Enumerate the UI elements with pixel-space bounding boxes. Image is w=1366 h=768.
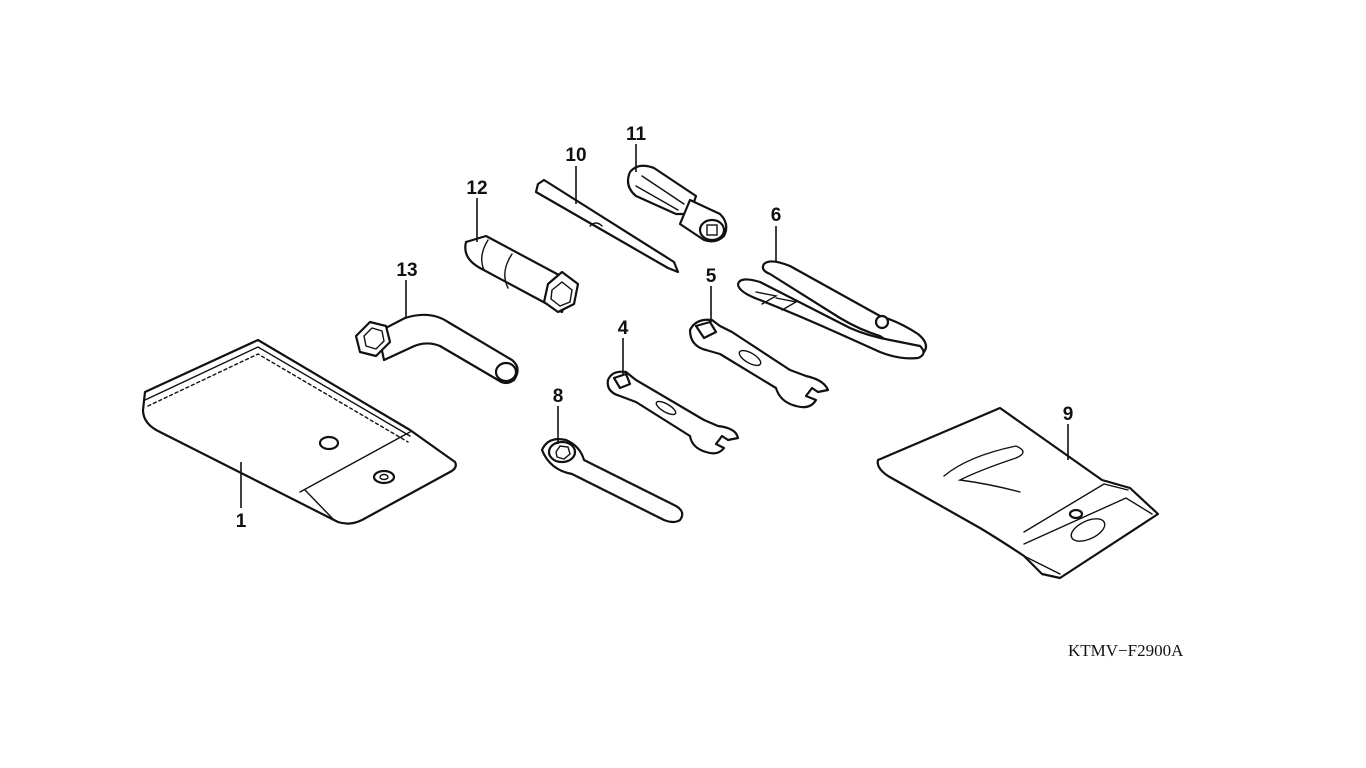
callout-5: 5	[706, 266, 717, 287]
leader-lines	[240, 144, 1069, 508]
part-1-tool-bag	[141, 338, 457, 525]
diagram-code: KTMV−F2900A	[1068, 641, 1184, 660]
part-5-open-wrench	[688, 318, 830, 409]
part-10-screwdriver-shaft	[534, 178, 680, 274]
callout-9: 9	[1063, 404, 1074, 425]
callout-11: 11	[626, 124, 647, 145]
part-4-open-wrench	[606, 370, 740, 455]
part-11-screwdriver-handle	[626, 164, 728, 243]
callout-13: 13	[396, 260, 417, 281]
callout-6: 6	[771, 205, 782, 226]
part-12-plug-socket	[464, 234, 580, 314]
part-6-pliers	[736, 260, 928, 360]
callout-1: 1	[236, 511, 247, 532]
callout-8: 8	[553, 386, 564, 407]
part-13-box-wrench	[354, 313, 519, 385]
part-9-manual-pouch	[876, 406, 1160, 580]
callout-4: 4	[618, 318, 629, 339]
callout-10: 10	[565, 145, 586, 166]
part-8-ring-spanner	[540, 438, 684, 524]
callout-12: 12	[466, 178, 487, 199]
